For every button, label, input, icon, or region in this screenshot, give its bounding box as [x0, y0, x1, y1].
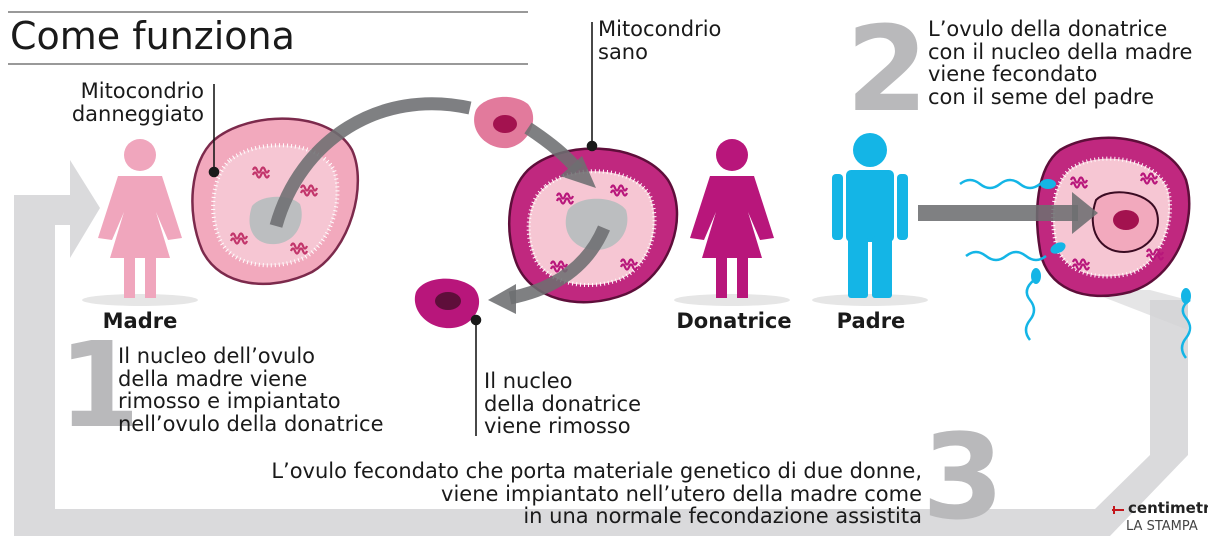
- label-mother: Madre: [102, 309, 178, 333]
- father-figure: [832, 133, 908, 298]
- label-donor: Donatrice: [676, 309, 792, 333]
- removed-donor-nucleus: [414, 278, 480, 329]
- label-nucleus-removed: Il nucleo della donatrice viene rimosso: [484, 369, 641, 439]
- arrow-removal: [508, 225, 610, 305]
- page-title: Come funziona: [10, 14, 295, 58]
- step-1-number: 1: [58, 316, 141, 454]
- brand-centimetri: centimetri: [1128, 499, 1208, 517]
- label-father: Padre: [836, 309, 906, 333]
- donor-figure: [690, 139, 774, 298]
- step-3-text: L’ovulo fecondato che porta materiale ge…: [271, 459, 922, 529]
- fertilized-egg: [1035, 136, 1191, 298]
- label-healthy-mitochondrion: Mitocondrio sano: [598, 17, 722, 64]
- arrow-transfer-head: [560, 156, 596, 188]
- sperm-cells: [959, 178, 1192, 359]
- step-2-text: L’ovulo della donatrice con il nucleo de…: [928, 17, 1193, 110]
- label-damaged-mitochondrion: Mitocondrio danneggiato: [71, 79, 204, 126]
- step-1-text: Il nucleo dell’ovulo della madre viene r…: [118, 344, 384, 437]
- arrow-removal-head: [488, 284, 516, 314]
- step-2-number: 2: [846, 0, 929, 138]
- arrow-fertilize-head: [1072, 192, 1098, 234]
- mother-figure: [98, 139, 182, 298]
- arrow-fertilize: [918, 205, 1078, 221]
- step-3-number: 3: [922, 408, 1005, 546]
- brand-logo-mark: [1112, 506, 1124, 514]
- cycle-arrowhead: [1085, 290, 1188, 330]
- brand-la-stampa: LA STAMPA: [1126, 519, 1198, 534]
- donor-egg: [508, 147, 679, 304]
- transit-cell-mother: [474, 96, 534, 149]
